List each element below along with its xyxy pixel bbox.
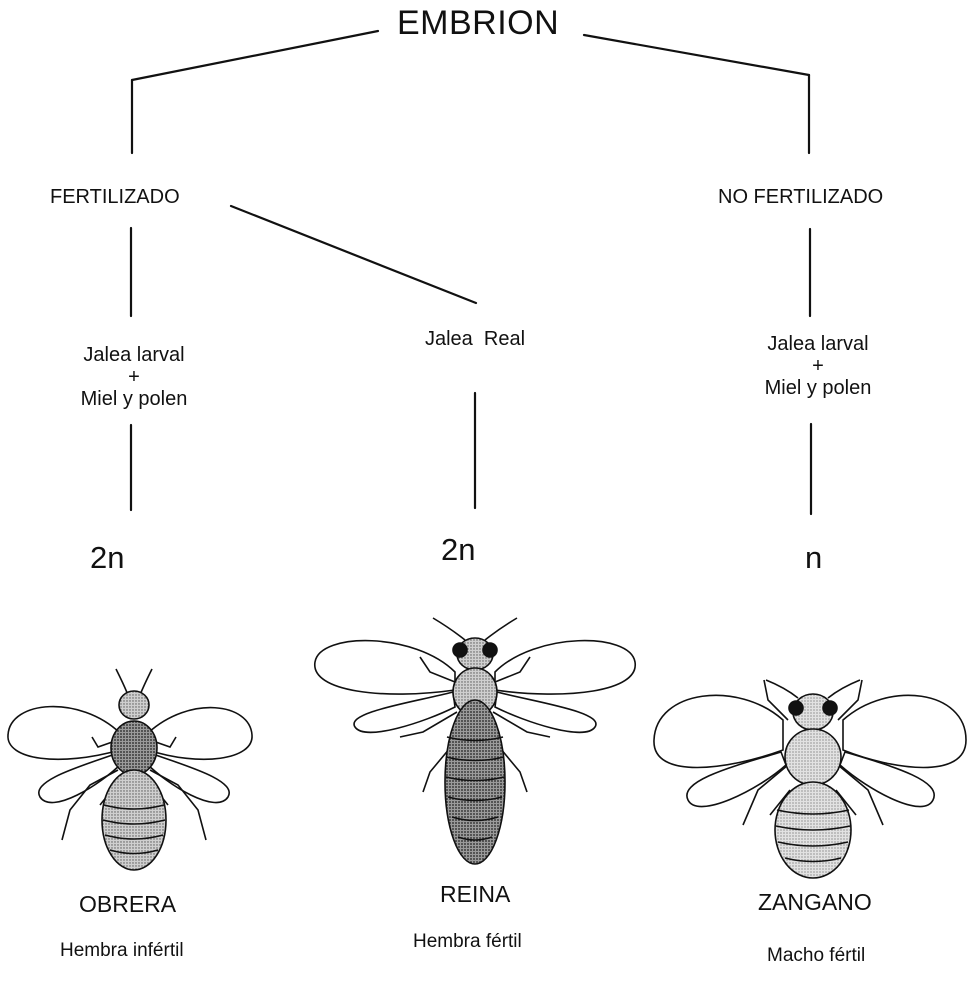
queen-bee-illustration: [305, 612, 645, 877]
connector-title-left: [132, 31, 378, 80]
caste-worker-desc: Hembra infértil: [60, 940, 184, 962]
worker-bee-illustration: [0, 655, 260, 880]
ploidy-queen: 2n: [441, 532, 475, 568]
food-queen-line1: Jalea Real: [400, 328, 550, 350]
food-worker: Jalea larval + Miel y polen: [43, 344, 225, 410]
food-drone-line2: +: [728, 355, 908, 377]
connector-title-right: [584, 35, 809, 75]
food-drone-line3: Miel y polen: [728, 377, 908, 399]
caste-drone-name: ZANGANO: [758, 889, 872, 916]
food-worker-line3: Miel y polen: [43, 388, 225, 410]
branch-fertilizado: FERTILIZADO: [50, 186, 180, 209]
food-worker-line2: +: [43, 366, 225, 388]
food-drone-line1: Jalea larval: [728, 333, 908, 355]
branch-no-fertilizado: NO FERTILIZADO: [718, 186, 883, 209]
food-queen: Jalea Real: [400, 328, 550, 350]
caste-queen-name: REINA: [440, 881, 510, 908]
food-drone: Jalea larval + Miel y polen: [728, 333, 908, 399]
caste-queen-desc: Hembra fértil: [413, 931, 522, 953]
ploidy-worker: 2n: [90, 540, 124, 576]
diagram-title: EMBRION: [397, 4, 559, 43]
caste-drone-desc: Macho fértil: [767, 945, 865, 967]
caste-worker-name: OBRERA: [79, 891, 176, 918]
ploidy-drone: n: [805, 540, 822, 576]
connector-fertilizado-queen: [231, 206, 476, 303]
drone-bee-illustration: [648, 640, 970, 885]
food-worker-line1: Jalea larval: [43, 344, 225, 366]
